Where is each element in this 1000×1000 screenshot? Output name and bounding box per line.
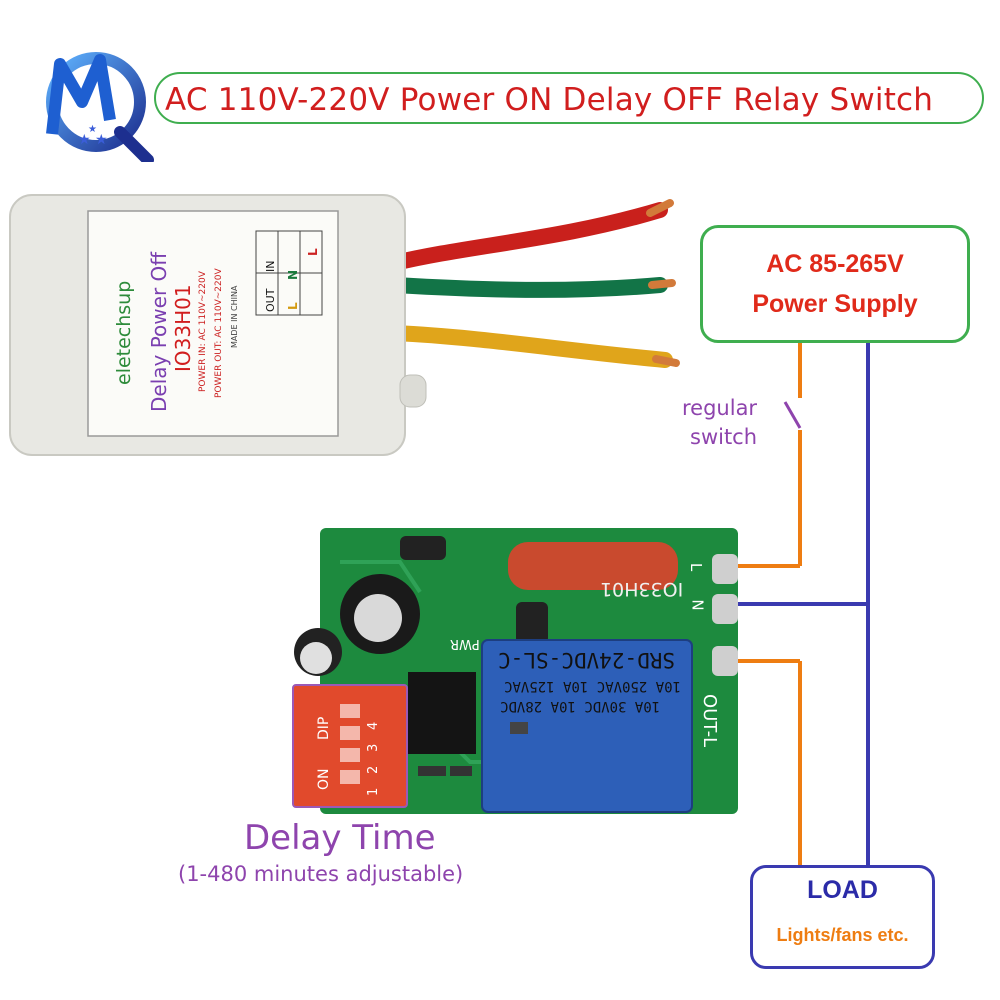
pcb-pwr-label: PWR xyxy=(450,636,480,651)
title-frame xyxy=(154,72,984,124)
pcb-terminal-out: OUT-L xyxy=(699,694,720,748)
dip-label: DIP xyxy=(316,716,332,740)
switch-label-line1: regular xyxy=(682,396,758,420)
dip-switch-highlight xyxy=(292,684,408,808)
relay-rating-dc: 10A 30VDC 10A 28VDC xyxy=(500,698,661,714)
dip-number-3: 3 xyxy=(366,743,381,752)
dip-number-1: 1 xyxy=(366,787,381,796)
pcb-board xyxy=(294,528,738,814)
delay-time-range: (1-480 minutes adjustable) xyxy=(178,862,464,886)
dip-on-label: ON xyxy=(316,768,332,791)
delay-time-title: Delay Time xyxy=(244,818,436,858)
pcb-model-label: IO33H01 xyxy=(600,578,684,600)
load-description: Lights/fans etc. xyxy=(776,925,909,945)
power-supply-voltage: AC 85-265V xyxy=(766,250,904,278)
relay-rating-ac: 10A 250VAC 10A 125VAC xyxy=(504,678,682,694)
power-supply-box xyxy=(700,225,970,343)
pcb-terminal-n: N xyxy=(688,599,707,611)
dip-number-2: 2 xyxy=(366,765,381,774)
brand-logo: ★ ★ ★ xyxy=(46,52,154,162)
switch-lever xyxy=(783,401,802,429)
svg-text:★ ★: ★ ★ xyxy=(78,132,108,148)
load-title: LOAD xyxy=(807,876,878,904)
dip-number-4: 4 xyxy=(366,721,381,730)
relay-model: SRD-24VDC-SL-C xyxy=(498,648,676,672)
relay-enclosure xyxy=(9,194,680,456)
power-supply-label: Power Supply xyxy=(752,290,918,318)
pcb-terminal-l: L xyxy=(687,562,706,572)
svg-text:★: ★ xyxy=(88,124,97,135)
switch-label-line2: switch xyxy=(690,425,758,449)
load-box xyxy=(750,865,935,969)
page-title: AC 110V-220V Power ON Delay OFF Relay Sw… xyxy=(165,82,934,118)
